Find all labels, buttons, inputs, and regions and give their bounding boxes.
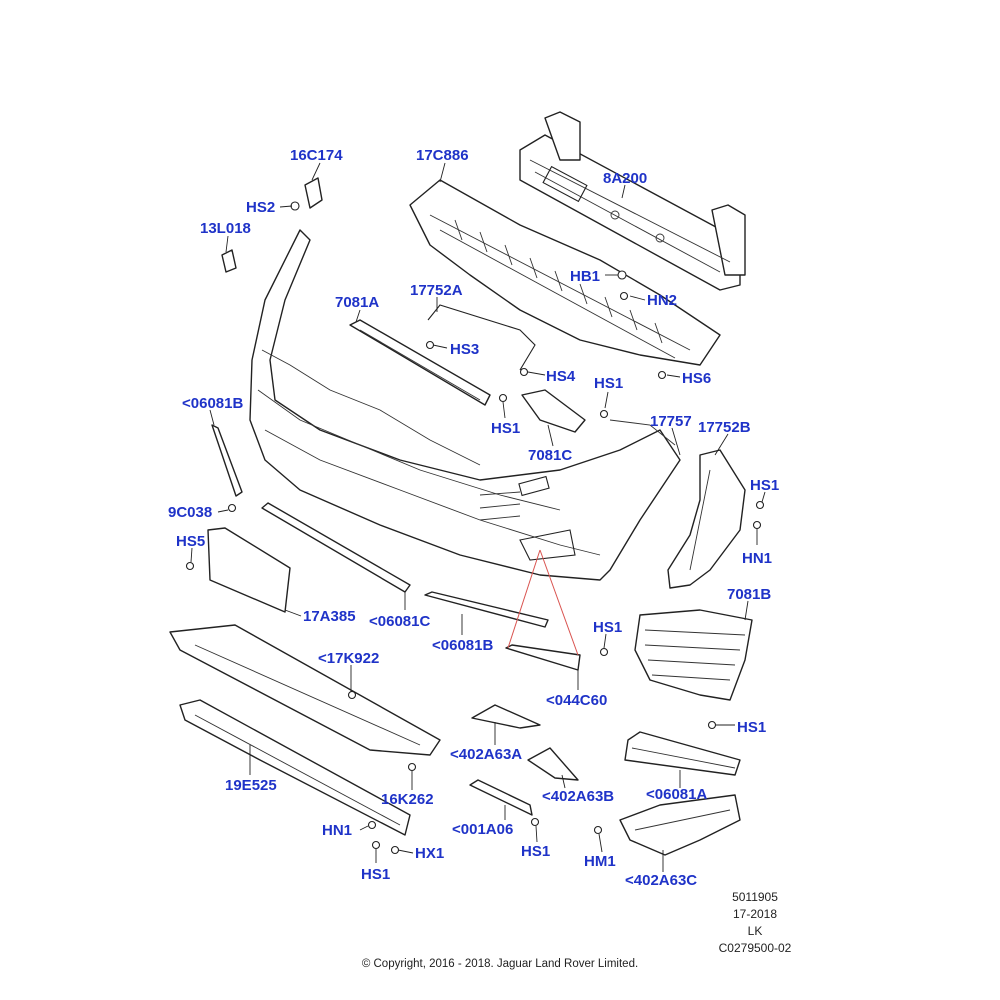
label-HX1: HX1 (415, 845, 444, 862)
label-HS1: HS1 (361, 866, 390, 883)
label-HS4: HS4 (546, 368, 576, 385)
label-HS5: HS5 (176, 533, 205, 550)
label-06081C: <06081C (369, 613, 430, 630)
label-HB1: HB1 (570, 268, 600, 285)
fasteners-top (185, 270, 667, 571)
reference-number: 5011905 (732, 890, 778, 904)
label-13L018: 13L018 (200, 220, 251, 237)
reference-code: C0279500-02 (718, 941, 792, 955)
label-19E525: 19E525 (225, 777, 277, 794)
reference-date: 17-2018 (732, 907, 778, 921)
label-06081B: <06081B (182, 395, 243, 412)
label-06081B: <06081B (432, 637, 493, 654)
bumper-cover-17757 (249, 229, 681, 581)
bracket-17752A (425, 304, 536, 377)
label-7081C: 7081C (528, 447, 572, 464)
duct-402A63C (593, 794, 741, 856)
label-17752B: 17752B (698, 419, 751, 436)
undertray-17K922 (169, 624, 441, 756)
label-HN1: HN1 (322, 822, 352, 839)
label-402A63C: <402A63C (625, 872, 697, 889)
duct-402A63B (527, 747, 579, 781)
copyright-notice: © Copyright, 2016 - 2018. Jaguar Land Ro… (361, 958, 639, 970)
leader-lines (190, 162, 766, 872)
duct-402A63A (471, 704, 541, 729)
license-plate-17A385 (207, 527, 291, 613)
label-7081B: 7081B (727, 586, 771, 603)
bracket-13L018 (221, 249, 237, 273)
label-HN2: HN2 (647, 292, 677, 309)
bezel-044C60 (505, 549, 581, 671)
grille-support-7081A (349, 319, 508, 406)
label-001A06: <001A06 (452, 821, 513, 838)
label-HS6: HS6 (682, 370, 711, 387)
trim-06081A (624, 720, 741, 776)
label-044C60: <044C60 (546, 692, 607, 709)
label-17K922: <17K922 (318, 650, 379, 667)
label-HS1: HS1 (737, 719, 766, 736)
callout-labels: 16C174 HS2 13L018 17C886 8A200 HB1 HN2 7… (168, 147, 779, 889)
side-bracket-17752B (667, 449, 765, 589)
label-402A63A: <402A63A (450, 746, 522, 763)
label-17A385: 17A385 (303, 608, 356, 625)
grille-7081B (634, 609, 753, 701)
bracket-16C174 (290, 177, 323, 211)
label-17752A: 17752A (410, 282, 463, 299)
label-8A200: 8A200 (603, 170, 647, 187)
label-HS1: HS1 (593, 619, 622, 636)
label-7081A: 7081A (335, 294, 379, 311)
label-16K262: 16K262 (381, 791, 434, 808)
label-9C038: 9C038 (168, 504, 212, 521)
undertray-19E525 (179, 699, 417, 836)
label-HS1: HS1 (521, 843, 550, 860)
label-HM1: HM1 (584, 853, 616, 870)
bumper-beam-8A200 (519, 111, 746, 291)
label-HS1: HS1 (750, 477, 779, 494)
label-16C174: 16C174 (290, 147, 343, 164)
reference-initials: LK (747, 924, 763, 938)
air-deflector-17C886 (409, 179, 721, 366)
label-06081A: <06081A (646, 786, 707, 803)
label-HS2: HS2 (246, 199, 275, 216)
label-HN1: HN1 (742, 550, 772, 567)
bracket-001A06 (469, 779, 540, 827)
label-HS1: HS1 (491, 420, 520, 437)
label-HS1: HS1 (594, 375, 623, 392)
label-17C886: 17C886 (416, 147, 469, 164)
label-402A63B: <402A63B (542, 788, 614, 805)
label-HS3: HS3 (450, 341, 479, 358)
label-17757: 17757 (650, 413, 692, 430)
bracket-7081C (521, 389, 609, 433)
